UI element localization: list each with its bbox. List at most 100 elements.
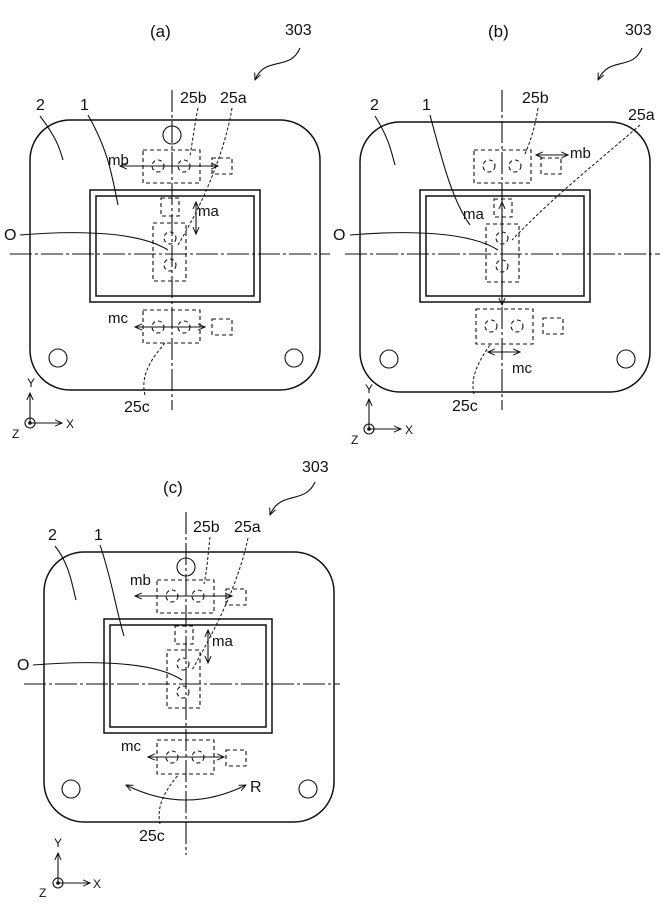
figure-a-roller <box>163 231 177 245</box>
figure-b-axis-x: X <box>405 423 413 437</box>
figure-c-leader-origin <box>32 662 183 681</box>
figure-c-bottom-right-hole <box>298 779 318 799</box>
figure-c-leader-25b <box>203 536 211 585</box>
figure-b-leader-origin <box>349 232 499 251</box>
figure-c-leader-25a <box>191 537 249 671</box>
figure-b-roller <box>482 159 496 173</box>
figure-a-leader-plate <box>87 114 119 206</box>
figure-b-leader-25b <box>524 107 539 155</box>
figure-c-label-rotation: R <box>250 779 262 796</box>
figure-a-magnet-25a <box>160 197 180 217</box>
figure-b-label-25b: 25b <box>522 90 549 107</box>
figure-b-actuator-25c <box>475 308 534 345</box>
figure-b-axis-y: Y <box>365 382 373 396</box>
figure-b-label-ma: ma <box>463 206 484 223</box>
figure-a-label-plate: 1 <box>80 97 89 114</box>
figure-b-magnet-25c <box>542 317 564 335</box>
figure-b-axis-triad: Y X Z <box>351 382 413 447</box>
figure-c-bottom-left-hole <box>61 779 81 799</box>
figure-a-label-25b: 25b <box>180 90 207 107</box>
figure-c-ref-arrow <box>270 481 316 515</box>
figure-b-housing-outline <box>359 121 651 393</box>
figure-b-leader-25a <box>511 124 641 241</box>
figure-c-actuator-25a <box>166 649 201 709</box>
figure-b-leader-housing <box>374 115 396 166</box>
figure-b-magnet-25b <box>540 157 562 175</box>
figure-c-label-25c: 25c <box>139 828 165 845</box>
figure-b-label: (b) <box>488 22 509 41</box>
figure-a-label-25a: 25a <box>220 90 247 107</box>
figure-b: (b) 303 2 1 25b 25a <box>333 22 660 447</box>
figure-a-label-mb: mb <box>108 152 129 169</box>
figure-a-axis-triad: Y X Z <box>12 376 74 441</box>
figure-b-leader-25c <box>472 344 491 395</box>
figure-b-label-housing: 2 <box>370 97 379 114</box>
figure-b-label-mb: mb <box>570 145 591 162</box>
figure-b-bottom-left-hole <box>379 349 399 369</box>
figure-b-axis-z: Z <box>351 433 358 447</box>
figure-b-ref-arrow <box>598 47 643 80</box>
figure-c-rotation-arrow <box>126 785 246 801</box>
figure-a-leader-housing <box>39 115 64 161</box>
figure-a-leader-origin <box>19 232 169 251</box>
figure-a-label-origin: O <box>4 227 16 244</box>
figure-c-label-housing: 2 <box>48 527 57 544</box>
figure-b-label-plate: 1 <box>422 97 431 114</box>
figure-b-leader-plate <box>429 114 471 226</box>
figure-b-label-25a: 25a <box>628 107 655 124</box>
figure-c-axis-triad: Y X Z <box>39 836 101 900</box>
figure-a-top-hole <box>162 125 182 145</box>
figure-c-label-plate: 1 <box>94 527 103 544</box>
figure-c-magnet-25a <box>174 625 194 645</box>
figure-b-bottom-right-hole <box>616 349 636 369</box>
figure-a-leader-25b <box>189 107 199 157</box>
figure-a-magnet-25c <box>211 318 233 336</box>
figure-c-label-mb: mb <box>130 572 151 589</box>
figure-b-actuator-25b <box>473 149 532 184</box>
figure-a-ref-arrow <box>255 47 301 80</box>
figure-b-roller <box>510 319 524 333</box>
figure-b-label-25c: 25c <box>452 398 478 415</box>
figure-c-axis-y: Y <box>54 836 62 850</box>
figure-b-magnet-25a <box>493 198 513 218</box>
figure-c-ref-number: 303 <box>302 459 329 476</box>
figure-a-plate-inner <box>95 195 255 297</box>
figure-a-label-mc: mc <box>108 310 128 327</box>
figure-b-plate-inner <box>425 195 585 297</box>
figure-c-roller <box>176 657 190 671</box>
figure-b-roller <box>508 159 522 173</box>
figure-c-plate-outer <box>103 618 273 734</box>
figure-a-axis-x: X <box>66 417 74 431</box>
figure-a-actuator-25a <box>152 222 187 282</box>
figure-a-label-ma: ma <box>198 203 219 220</box>
figure-b-roller <box>484 319 498 333</box>
figure-a-bottom-right-hole <box>284 348 304 368</box>
figure-a-label: (a) <box>150 22 171 41</box>
figure-c-leader-25c <box>158 774 179 825</box>
figure-c-roller <box>176 685 190 699</box>
figure-a-axis-z: Z <box>12 427 19 441</box>
figure-a-leader-25a <box>177 107 233 246</box>
figure-b-ref-number: 303 <box>625 22 652 39</box>
figure-b-plate-outer <box>419 189 591 303</box>
figure-c-top-hole <box>176 557 196 577</box>
figure-c: (c) 303 2 1 25b <box>17 459 340 900</box>
figure-c-label: (c) <box>163 478 183 497</box>
figure-a-label-housing: 2 <box>36 97 45 114</box>
figure-c-leader-plate <box>99 544 125 637</box>
figure-c-label-origin: O <box>17 657 29 674</box>
figure-c-label-ma: ma <box>212 633 233 650</box>
figure-a-roller <box>163 258 177 272</box>
figure-a-bottom-left-hole <box>48 348 68 368</box>
figure-a-plate-outer <box>89 189 261 303</box>
figure-c-plate-inner <box>109 624 267 728</box>
figure-a-ref-number: 303 <box>285 22 312 39</box>
figure-c-label-25a: 25a <box>234 519 261 536</box>
figure-a: (a) 303 2 1 <box>4 22 330 441</box>
figure-a-leader-25c <box>143 342 166 396</box>
figure-b-label-origin: O <box>333 227 345 244</box>
figure-a-label-25c: 25c <box>124 399 150 416</box>
figure-b-label-mc: mc <box>512 360 532 377</box>
figure-c-label-mc: mc <box>121 738 141 755</box>
figure-c-label-25b: 25b <box>193 519 220 536</box>
